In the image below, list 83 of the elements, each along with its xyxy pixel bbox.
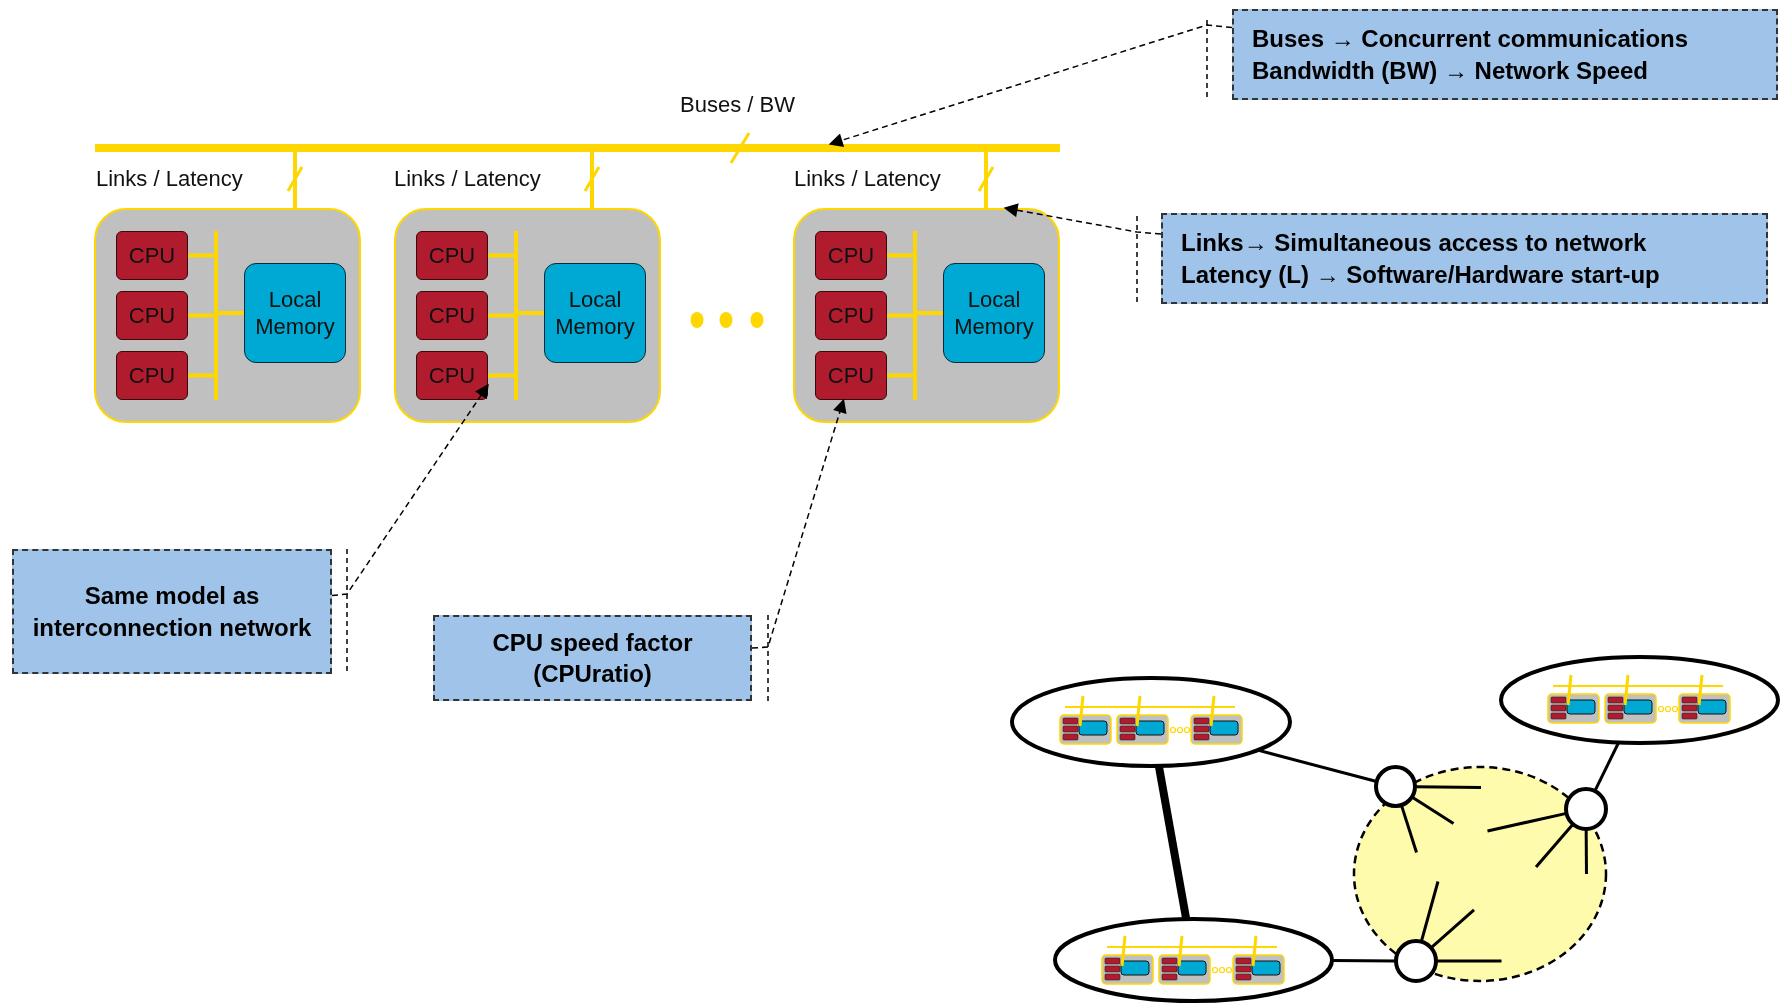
local-memory-box (244, 263, 346, 363)
network-label: Links / Latency (394, 166, 541, 192)
callout-text: Links→ Simultaneous access to network (1181, 228, 1648, 259)
processing-node-box (793, 208, 1060, 423)
bus-bar (214, 231, 218, 400)
cpu-label: CPU (128, 241, 176, 270)
router-circle (1374, 765, 1417, 808)
link-line (887, 253, 913, 258)
connection-line (1419, 881, 1440, 943)
dashed-arrow (751, 398, 847, 649)
connection-line (1436, 959, 1502, 963)
connection-line (1430, 908, 1475, 949)
cpu-label: CPU (428, 241, 476, 270)
cluster-ellipse (1010, 676, 1292, 768)
cpu-label: CPU (827, 301, 875, 330)
connection-line (1487, 811, 1567, 833)
connection-line (1415, 785, 1482, 789)
link-line (188, 313, 214, 318)
callout-text: Latency (L) → Software/Hardware start-up (1181, 259, 1661, 290)
bus-bar (95, 144, 1060, 152)
cpu-box (116, 291, 188, 340)
link-line (188, 253, 214, 258)
network-label: Buses / BW (680, 92, 795, 118)
bus-bar (913, 231, 917, 400)
network-label: Links / Latency (794, 166, 941, 192)
link-line (218, 311, 244, 315)
connection-line (1331, 959, 1396, 963)
cpu-label: CPU (128, 301, 176, 330)
connection-line (1593, 741, 1620, 792)
callout-text: Same model as interconnection network (32, 581, 312, 643)
link-line (188, 373, 214, 378)
connection-line (1534, 823, 1575, 868)
memory-label: Local Memory (554, 285, 636, 341)
cluster-ellipse (1053, 917, 1334, 1003)
processing-node-box (394, 208, 661, 423)
cpu-box (815, 291, 887, 340)
cpu-box (815, 351, 887, 400)
callout-box (433, 615, 752, 701)
bus-bar (514, 231, 518, 400)
connection-line (1257, 748, 1378, 783)
link-line (518, 311, 544, 315)
network-zone-circle (1352, 765, 1608, 983)
cpu-box (815, 231, 887, 280)
local-memory-box (544, 263, 646, 363)
callout-text: CPU speed factor (CPUratio) (491, 627, 694, 689)
cpu-box (416, 351, 488, 400)
connection-line (1411, 795, 1455, 825)
cpu-label: CPU (128, 361, 176, 390)
cpu-label: CPU (827, 241, 875, 270)
connection-line (1584, 829, 1588, 874)
dashed-arrow (331, 383, 489, 597)
cpu-box (116, 231, 188, 280)
network-label: Links / Latency (96, 166, 243, 192)
callout-box (1232, 9, 1778, 100)
router-circle (1564, 787, 1608, 831)
link-line (917, 311, 943, 315)
link-line (488, 253, 514, 258)
cpu-box (416, 291, 488, 340)
memory-label: Local Memory (254, 285, 336, 341)
callout-box (12, 549, 332, 674)
cpu-label: CPU (827, 361, 875, 390)
link-line (488, 373, 514, 378)
callout-text: Buses → Concurrent communications (1252, 24, 1690, 55)
link-line (590, 152, 594, 208)
callout-box (1161, 213, 1768, 304)
cpu-label: CPU (428, 361, 476, 390)
link-line (887, 313, 913, 318)
link-line (984, 152, 988, 208)
cluster-ellipse (1499, 655, 1780, 745)
connection-line (1400, 804, 1418, 853)
link-line (488, 313, 514, 318)
callout-text: Bandwidth (BW) → Network Speed (1252, 55, 1649, 86)
cpu-box (416, 231, 488, 280)
connection-line (1154, 765, 1191, 920)
local-memory-box (943, 263, 1045, 363)
dashed-arrow (828, 24, 1233, 147)
memory-label: Local Memory (953, 285, 1035, 341)
dashed-arrow (1003, 203, 1162, 235)
cpu-box (116, 351, 188, 400)
link-line (887, 373, 913, 378)
processing-node-box (94, 208, 361, 423)
cpu-label: CPU (428, 301, 476, 330)
link-line (293, 152, 297, 208)
